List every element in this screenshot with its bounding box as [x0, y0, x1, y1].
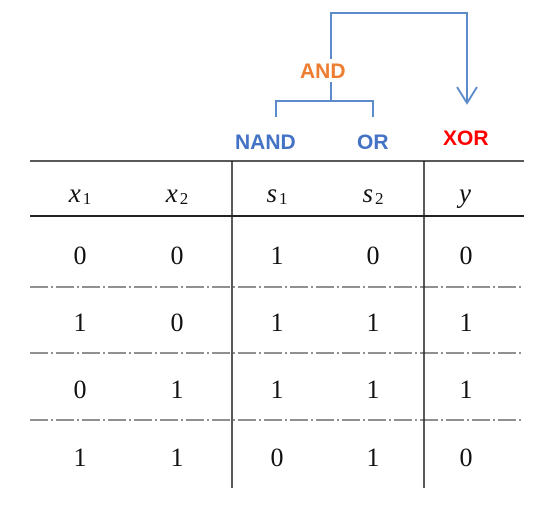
table-cell: 0: [270, 443, 284, 472]
table-cell: 0: [73, 241, 87, 270]
header-subscript: 2: [179, 189, 189, 208]
and-gate-label: AND: [300, 60, 346, 83]
table-cell: 1: [270, 375, 284, 404]
xor-gate-label: XOR: [443, 127, 489, 150]
or-gate-label: OR: [357, 131, 389, 154]
header-var: y: [459, 178, 471, 208]
header-subscript: 2: [375, 189, 384, 208]
table-cell: 1: [366, 308, 380, 337]
table-cell: 0: [170, 241, 184, 270]
table-cell: 1: [170, 443, 184, 472]
table-cell: 1: [73, 308, 87, 337]
header-var: s: [266, 178, 277, 208]
header-subscript: 1: [279, 189, 288, 208]
table-cell: 0: [459, 443, 473, 472]
header-subscript: 1: [82, 189, 92, 208]
table-cell: 1: [270, 241, 284, 270]
and-to-nand-or-bracket: [275, 82, 374, 117]
table-cell: 1: [270, 308, 284, 337]
table-cell: 0: [366, 241, 380, 270]
table-cell: 0: [459, 241, 473, 270]
table-cell: 0: [73, 375, 87, 404]
table-cell: 1: [366, 375, 380, 404]
arrow-head: [456, 86, 478, 105]
header-var: x: [165, 178, 178, 208]
table-cell: 1: [459, 308, 473, 337]
and-to-xor-connector: [330, 12, 468, 102]
nand-gate-label: NAND: [235, 131, 296, 154]
table-cell: 1: [366, 443, 380, 472]
table-cell: 0: [170, 308, 184, 337]
column-header-y: y: [431, 180, 501, 207]
header-var: x: [68, 178, 81, 208]
table-cell: 1: [170, 375, 184, 404]
table-cell: 1: [459, 375, 473, 404]
table-cell: 1: [73, 443, 87, 472]
header-var: s: [362, 178, 373, 208]
